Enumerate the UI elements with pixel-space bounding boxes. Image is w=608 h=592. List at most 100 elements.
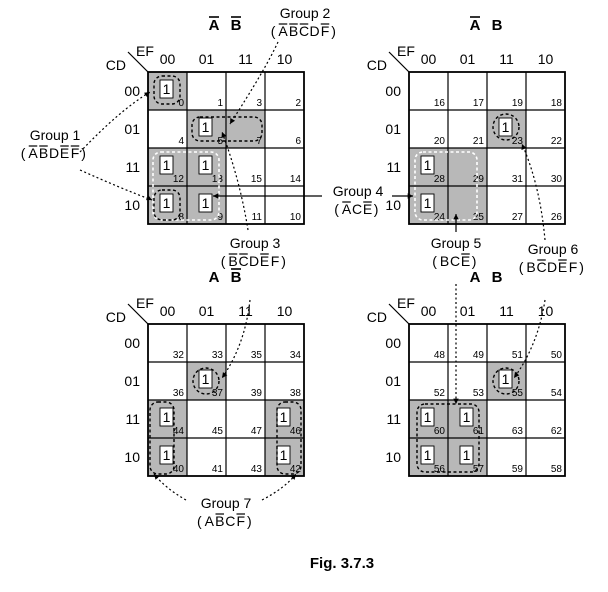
minterm-number: 63	[512, 426, 524, 437]
row-code: 00	[124, 83, 140, 99]
row-variable-label: CD	[106, 309, 126, 325]
group-expr-letter: C	[225, 513, 235, 529]
cell-one-box	[159, 407, 174, 427]
column-code: 11	[238, 51, 253, 67]
minterm-number: 42	[290, 464, 302, 475]
group-title: Group 6	[528, 241, 579, 257]
column-code: 00	[160, 51, 176, 67]
cell-value-one: 1	[202, 157, 210, 173]
kmap-border	[408, 71, 566, 225]
leader-group4-right-head	[407, 193, 413, 199]
corner-diagonal	[388, 303, 410, 325]
row-code: 11	[125, 411, 140, 427]
leader-group1-top-head	[144, 92, 150, 98]
column-variable-label: EF	[397, 295, 415, 311]
loop-group1-m0	[153, 75, 181, 105]
row-code: 11	[386, 159, 401, 175]
minterm-number: 54	[551, 388, 563, 399]
cell-one-box	[420, 445, 435, 465]
column-code: 01	[199, 51, 215, 67]
minterm-number: 41	[212, 464, 224, 475]
minterm-number: 13	[212, 174, 224, 185]
minterm-number: 37	[212, 388, 224, 399]
minterm-number: 3	[256, 98, 262, 109]
cell-value-one: 1	[280, 447, 288, 463]
cell-value-one: 1	[202, 195, 210, 211]
group-expr-letter: B	[39, 145, 48, 161]
loop-group5	[416, 403, 480, 473]
figure-caption: Fig. 3.7.3	[310, 555, 374, 572]
minterm-number: 30	[551, 174, 563, 185]
minterm-number: 0	[178, 98, 184, 109]
leader-group5-down-head	[453, 398, 459, 404]
minterm-number: 25	[473, 212, 485, 223]
cell-one-box	[498, 369, 513, 389]
column-code: 00	[421, 51, 437, 67]
leader-arrows-layer	[79, 41, 546, 501]
cell-one-box	[420, 155, 435, 175]
group-title: Group 7	[201, 495, 252, 511]
cell-one-box	[198, 369, 213, 389]
group-expr-letter: E	[260, 253, 269, 269]
cell-value-one: 1	[280, 409, 288, 425]
column-variable-label: EF	[397, 43, 415, 59]
minterm-number: 20	[434, 136, 446, 147]
leader-group3-bottom-head	[222, 372, 228, 378]
minterm-number: 31	[512, 174, 524, 185]
row-code: 01	[124, 121, 140, 137]
loop-group3-m37	[192, 367, 220, 395]
group-expr-letter: F	[321, 23, 330, 39]
group-expr-letter: E	[363, 201, 372, 217]
minterm-number: 6	[295, 136, 301, 147]
minterm-number: 51	[512, 350, 524, 361]
minterm-number: 27	[512, 212, 524, 223]
group-expr-letter: F	[236, 513, 245, 529]
row-code: 10	[385, 197, 401, 213]
map-header-letter: A	[470, 269, 481, 286]
minterm-number: 9	[217, 212, 223, 223]
group-expr-paren: )	[247, 513, 252, 529]
group-expr-letter: E	[558, 259, 567, 275]
minterm-number: 50	[551, 350, 563, 361]
column-code: 10	[538, 51, 554, 67]
group-expr-letter: B	[526, 259, 535, 275]
group-expr-paren: (	[334, 201, 339, 217]
minterm-number: 53	[473, 388, 485, 399]
kmap-border	[147, 71, 305, 225]
minterm-number: 57	[473, 464, 485, 475]
cell-one-box	[198, 155, 213, 175]
minterm-number: 49	[473, 350, 485, 361]
row-variable-label: CD	[367, 309, 387, 325]
row-code: 11	[386, 411, 401, 427]
group-title: Group 4	[333, 183, 384, 199]
row-code: 00	[124, 335, 140, 351]
cell-one-box	[459, 407, 474, 427]
corner-diagonal	[388, 51, 410, 73]
group-expr-paren: )	[374, 201, 379, 217]
group-expr-paren: )	[331, 23, 336, 39]
group-expr-letter: D	[547, 259, 557, 275]
group-title: Group 3	[230, 235, 281, 251]
group-expr-letter: B	[440, 253, 449, 269]
cell-value-one: 1	[163, 81, 171, 97]
group-expr-letter: C	[450, 253, 460, 269]
minterm-number: 4	[178, 136, 184, 147]
group-expr-paren: (	[221, 253, 226, 269]
leader-group7-right-head	[290, 474, 296, 480]
map-header-letter: B	[231, 269, 242, 286]
map-header-letter: B	[231, 17, 242, 34]
corner-diagonal	[127, 51, 149, 73]
minterm-number: 35	[251, 350, 263, 361]
row-variable-label: CD	[106, 57, 126, 73]
minterm-number: 2	[295, 98, 301, 109]
leader-group1-bottom-head	[146, 195, 152, 201]
group-expr-letter: B	[228, 253, 237, 269]
cell-one-box	[198, 117, 213, 137]
cell-one-box	[159, 193, 174, 213]
map-header-letter: A	[470, 17, 481, 34]
group-expr-letter: C	[238, 253, 248, 269]
